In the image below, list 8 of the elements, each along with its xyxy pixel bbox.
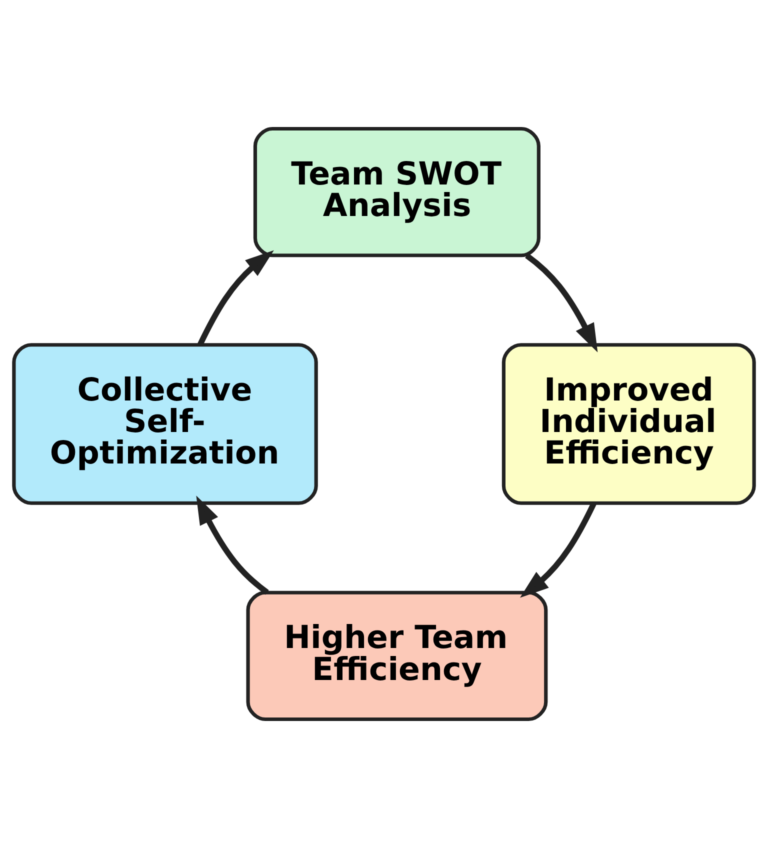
arrow [525, 252, 598, 352]
node-box: Improved Individual Efficiency [502, 342, 756, 504]
node-box: Collective Self-Optimization [12, 342, 318, 504]
node-box: Higher Team Efficiency [246, 590, 548, 721]
node-box: Team SWOT Analysis [253, 126, 540, 257]
arrow [198, 250, 274, 346]
arrow [196, 495, 269, 594]
arrow [520, 502, 596, 598]
